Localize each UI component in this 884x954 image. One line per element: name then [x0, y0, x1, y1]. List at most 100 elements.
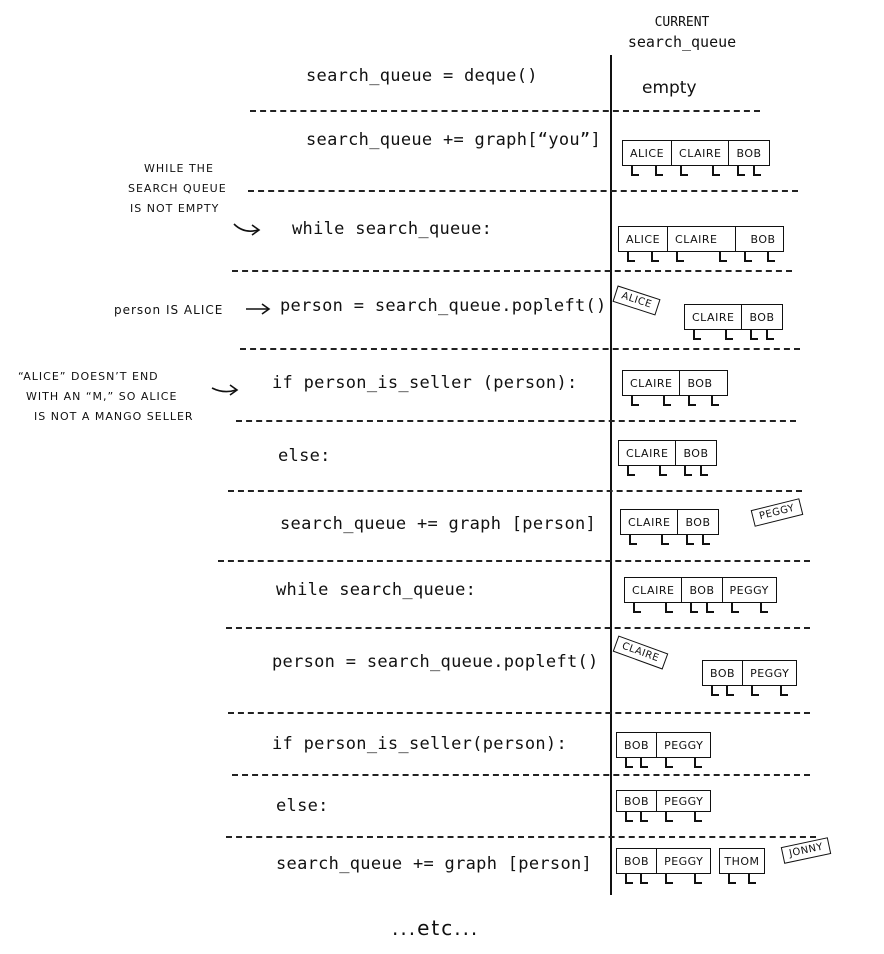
arrow-icon [233, 223, 261, 236]
cell-legs [625, 812, 649, 822]
code-line-2: search_queue += graph[“you”] [306, 130, 601, 150]
enqueued-person: PEGGY [750, 498, 804, 527]
cell-legs [680, 166, 721, 176]
note-while-line-3: IS NOT EMPTY [130, 202, 220, 215]
queue-cell: CLAIRE [618, 440, 677, 476]
cell-legs [627, 466, 668, 476]
queue-cell: CLAIRE [622, 370, 681, 406]
dequeued-person: CLAIRE [612, 635, 669, 670]
cell-legs [633, 603, 674, 613]
code-line-7: search_queue += graph [person] [280, 514, 597, 534]
divider-3 [232, 270, 792, 272]
note-while-line-1: WHILE THE [144, 162, 214, 175]
queue-8: BOB PEGGY [702, 660, 798, 696]
divider-9 [228, 712, 810, 714]
dequeued-person: ALICE [612, 285, 661, 316]
cell-legs [744, 252, 775, 262]
cell-legs [711, 686, 735, 696]
cell-legs [631, 166, 664, 176]
divider-7 [218, 560, 810, 562]
code-line-5: if person_is_seller (person): [272, 373, 578, 393]
queue-cell: BOB [742, 304, 783, 340]
arrow-icon [211, 384, 239, 396]
queue-1: ALICE CLAIRE BOB [622, 140, 770, 176]
queue-cell: PEGGY [657, 790, 712, 822]
note-while-line-2: SEARCH QUEUE [128, 182, 227, 195]
divider-5 [236, 420, 796, 422]
queue-cell: BOB [729, 140, 770, 176]
cell-legs [690, 603, 714, 613]
queue-cell: PEGGY [657, 848, 712, 884]
current-label: CURRENT [654, 15, 710, 30]
queue-cell: BOB [616, 848, 658, 884]
code-line-9: person = search_queue.popleft() [272, 652, 599, 672]
cell-legs [728, 874, 756, 884]
cell-legs [625, 874, 649, 884]
queue-4: CLAIRE BOB [622, 370, 728, 406]
code-line-8: while search_queue: [276, 580, 477, 600]
code-line-4: person = search_queue.popleft() [280, 296, 607, 316]
queue-cell: ALICE [622, 140, 673, 176]
divider-11 [226, 836, 816, 838]
queue-cell: BOB [702, 660, 744, 696]
queue-cell: CLAIRE [672, 140, 730, 176]
queue-cell: BOB [682, 577, 723, 613]
cell-legs [665, 812, 703, 822]
queue-cell: BOB [736, 226, 784, 262]
queue-cell: BOB [616, 732, 658, 768]
cell-legs [627, 252, 660, 262]
arrow-icon [246, 303, 271, 315]
divider-1 [250, 110, 760, 112]
empty-queue-label: empty [642, 78, 697, 98]
cell-legs [686, 535, 710, 545]
column-divider [610, 55, 612, 895]
cell-legs [693, 330, 734, 340]
queue-cell: THOM [719, 848, 765, 884]
divider-10 [232, 774, 810, 776]
cell-legs [684, 466, 708, 476]
cell-legs [751, 686, 789, 696]
search-queue-column-label: search_queue [627, 33, 737, 51]
queue-cell: CLAIRE [668, 226, 737, 262]
queue-cell: PEGGY [722, 577, 777, 613]
cell-legs [625, 758, 649, 768]
cell-legs [665, 874, 703, 884]
divider-4 [240, 348, 800, 350]
code-line-3: while search_queue: [292, 219, 493, 239]
code-line-11: else: [276, 796, 329, 816]
code-line-12: search_queue += graph [person] [276, 854, 593, 874]
cell-legs [688, 396, 719, 406]
note-alice-line-3: IS NOT A MANGO SELLER [34, 410, 194, 423]
queue-cell: BOB [616, 790, 658, 822]
queue-cell: BOB [678, 509, 719, 545]
queue-cell: PEGGY [743, 660, 798, 696]
queue-7: CLAIRE BOB PEGGY [624, 577, 777, 613]
queue-2: ALICE CLAIRE BOB [618, 226, 784, 262]
etc-label: ...etc... [392, 916, 480, 940]
queue-10: BOB PEGGY [616, 790, 712, 822]
enqueued-person: JONNY [780, 837, 832, 864]
cell-legs [665, 758, 703, 768]
queue-5: CLAIRE BOB [618, 440, 717, 476]
divider-2 [248, 190, 798, 192]
queue-cell: CLAIRE [684, 304, 743, 340]
code-line-1: search_queue = deque() [306, 66, 538, 86]
cell-legs [676, 252, 728, 262]
queue-cell: PEGGY [657, 732, 712, 768]
queue-11: BOB PEGGY THOM [616, 848, 765, 884]
queue-cell: ALICE [618, 226, 669, 262]
cell-legs [730, 603, 768, 613]
queue-6: CLAIRE BOB [620, 509, 719, 545]
note-person-is-alice: person IS ALICE [114, 303, 224, 317]
queue-9: BOB PEGGY [616, 732, 712, 768]
cell-legs [631, 396, 672, 406]
code-line-6: else: [278, 446, 331, 466]
queue-cell: CLAIRE [620, 509, 679, 545]
note-alice-line-1: “ALICE” DOESN’T END [18, 370, 159, 383]
divider-6 [228, 490, 802, 492]
cell-legs [737, 166, 761, 176]
divider-8 [226, 627, 810, 629]
queue-cell: BOB [676, 440, 717, 476]
queue-cell: CLAIRE [624, 577, 683, 613]
